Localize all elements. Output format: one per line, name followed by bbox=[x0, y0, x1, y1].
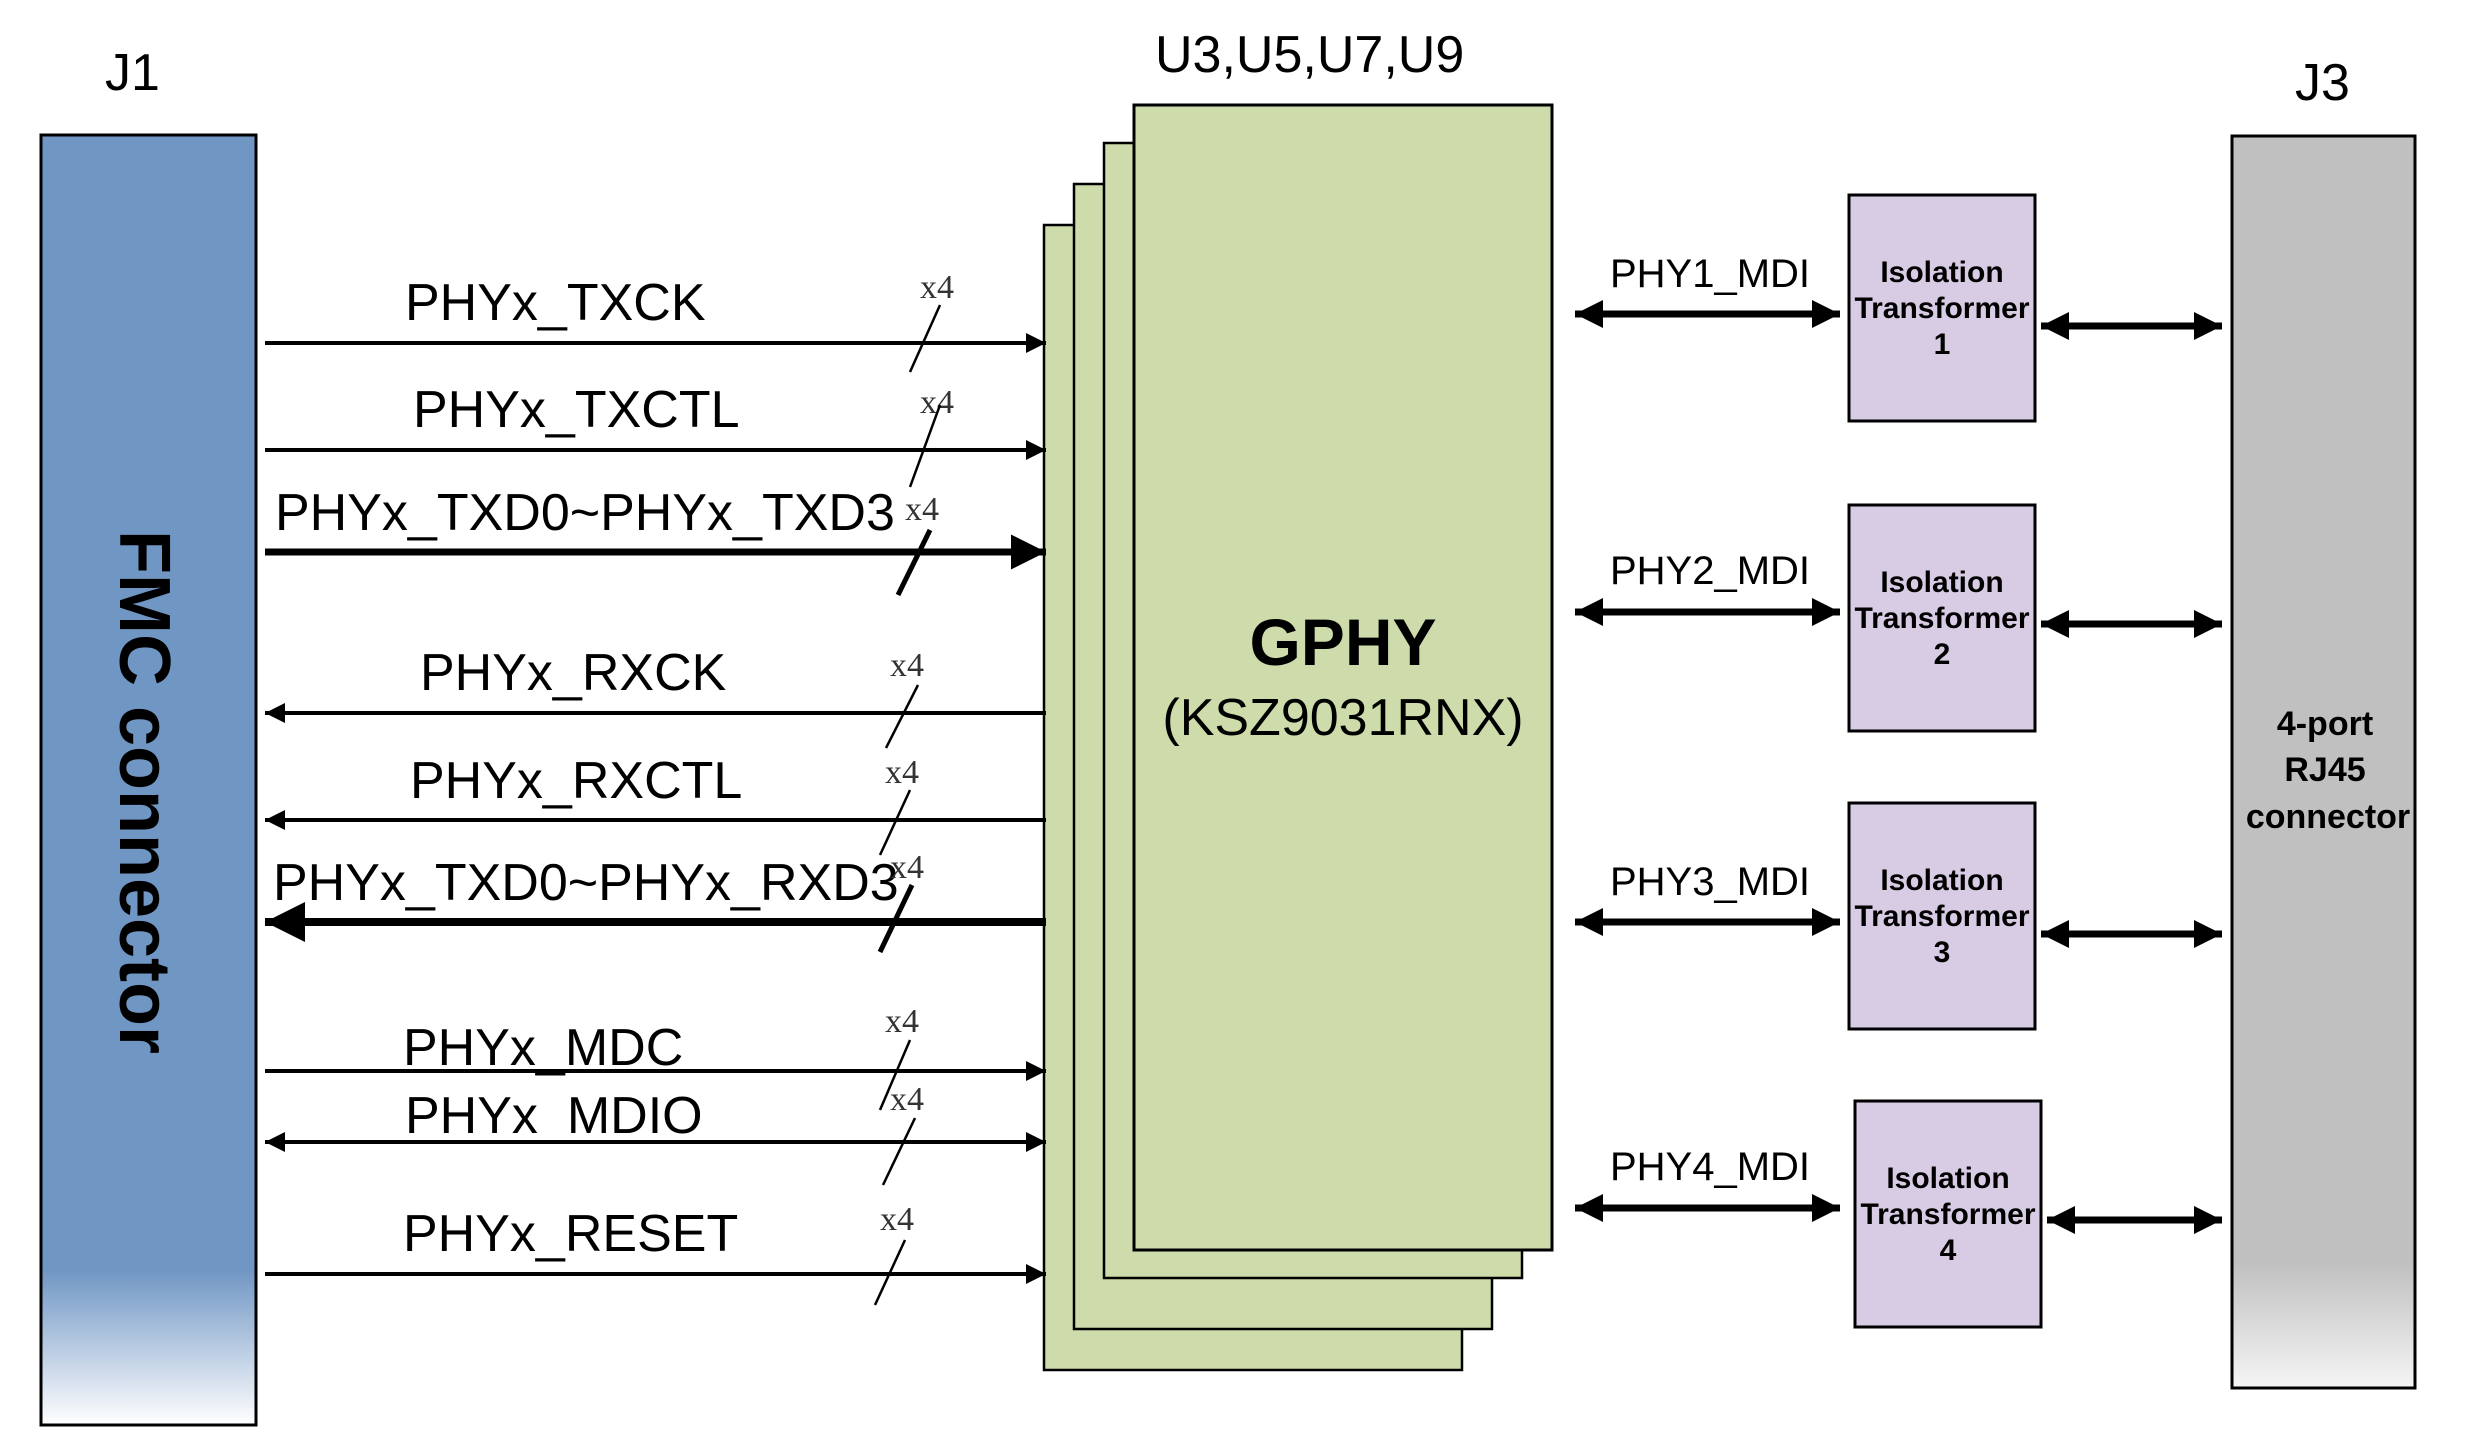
isolation-transformer bbox=[1847, 193, 2037, 423]
signal-label: PHYx_MDIO bbox=[405, 1087, 703, 1145]
phy-chip-1 bbox=[1132, 103, 1554, 1252]
gphy-title: GPHY bbox=[1249, 605, 1436, 679]
mdi-label: PHY3_MDI bbox=[1610, 860, 1810, 904]
transformer-label: 3 bbox=[1934, 936, 1951, 969]
bus-slash bbox=[895, 528, 933, 597]
rj45-label-line2: RJ45 bbox=[2284, 751, 2365, 789]
transformer-label: Isolation bbox=[1886, 1162, 2009, 1195]
bus-width-label: x4 bbox=[920, 269, 954, 306]
signal-label: PHYx_TXCTL bbox=[413, 381, 740, 439]
transformer-label: Isolation bbox=[1880, 256, 2003, 289]
transformer-label: Transformer bbox=[1854, 292, 2029, 325]
signal-label: PHYx_TXD0~PHYx_RXD3 bbox=[273, 854, 899, 912]
signal-8: PHYx_MDIO x4 bbox=[265, 1081, 1046, 1186]
signal-label: PHYx_TXCK bbox=[405, 274, 706, 332]
signal-7: PHYx_MDC x4 bbox=[265, 1003, 1046, 1111]
bus-slash bbox=[908, 404, 942, 488]
bus-slash bbox=[908, 304, 942, 373]
transformer-label: Isolation bbox=[1880, 864, 2003, 897]
transformer-label: Transformer bbox=[1860, 1198, 2035, 1231]
rj45-label-line3: connector bbox=[2246, 798, 2410, 836]
signal-1: PHYx_TXCK x4 bbox=[265, 269, 1046, 373]
bus-slash bbox=[881, 1117, 917, 1186]
signal-label: PHYx_RXCTL bbox=[410, 752, 742, 810]
bus-width-label: x4 bbox=[885, 1003, 919, 1040]
signal-4: PHYx_RXCK x4 bbox=[265, 644, 1046, 749]
j1-label: J1 bbox=[105, 44, 160, 102]
bus-slash bbox=[877, 883, 915, 954]
bus-width-label: x4 bbox=[885, 754, 919, 791]
transformer-label: Isolation bbox=[1880, 566, 2003, 599]
rj45-connector bbox=[2230, 134, 2417, 1390]
signal-9: PHYx_RESET x4 bbox=[265, 1201, 1046, 1306]
transformer-label: Transformer bbox=[1854, 602, 2029, 635]
fmc-connector-label: FMC connector bbox=[104, 530, 184, 1054]
signal-label: PHYx_TXD0~PHYx_TXD3 bbox=[275, 484, 895, 542]
transformer-label: Transformer bbox=[1854, 900, 2029, 933]
gphy-part-number: (KSZ9031RNX) bbox=[1162, 689, 1523, 747]
signal-label: PHYx_RXCK bbox=[420, 644, 727, 702]
isolation-transformer bbox=[1853, 1099, 2043, 1329]
bus-width-label: x4 bbox=[880, 1201, 914, 1238]
phy-stack bbox=[1042, 103, 1554, 1372]
j3-label: J3 bbox=[2295, 54, 2350, 112]
bus-slash bbox=[873, 1239, 907, 1306]
fmc-connector bbox=[39, 133, 258, 1427]
signal-3: PHYx_TXD0~PHYx_TXD3 x4 bbox=[265, 484, 1046, 597]
mdi-label: PHY1_MDI bbox=[1610, 252, 1810, 296]
rj45-label-line1: 4-port bbox=[2277, 705, 2373, 743]
bus-slash bbox=[884, 684, 920, 749]
bus-width-label: x4 bbox=[890, 1081, 924, 1118]
bus-width-label: x4 bbox=[890, 647, 924, 684]
isolation-transformer bbox=[1847, 503, 2037, 733]
transformer-label: 1 bbox=[1934, 328, 1951, 361]
transformer-label: 2 bbox=[1934, 638, 1951, 671]
mdi-label: PHY4_MDI bbox=[1610, 1145, 1810, 1189]
mdi-label: PHY2_MDI bbox=[1610, 549, 1810, 593]
chips-label: U3,U5,U7,U9 bbox=[1155, 26, 1464, 84]
signal-label: PHYx_MDC bbox=[403, 1019, 683, 1077]
bus-slash bbox=[878, 1039, 912, 1111]
bus-width-label: x4 bbox=[905, 491, 939, 528]
signal-5: PHYx_RXCTL x4 bbox=[265, 752, 1046, 856]
bus-slash bbox=[878, 789, 912, 856]
transformer-label: 4 bbox=[1940, 1234, 1957, 1267]
signal-label: PHYx_RESET bbox=[403, 1205, 738, 1263]
bus-width-label: x4 bbox=[890, 849, 924, 886]
isolation-transformer bbox=[1847, 801, 2037, 1031]
